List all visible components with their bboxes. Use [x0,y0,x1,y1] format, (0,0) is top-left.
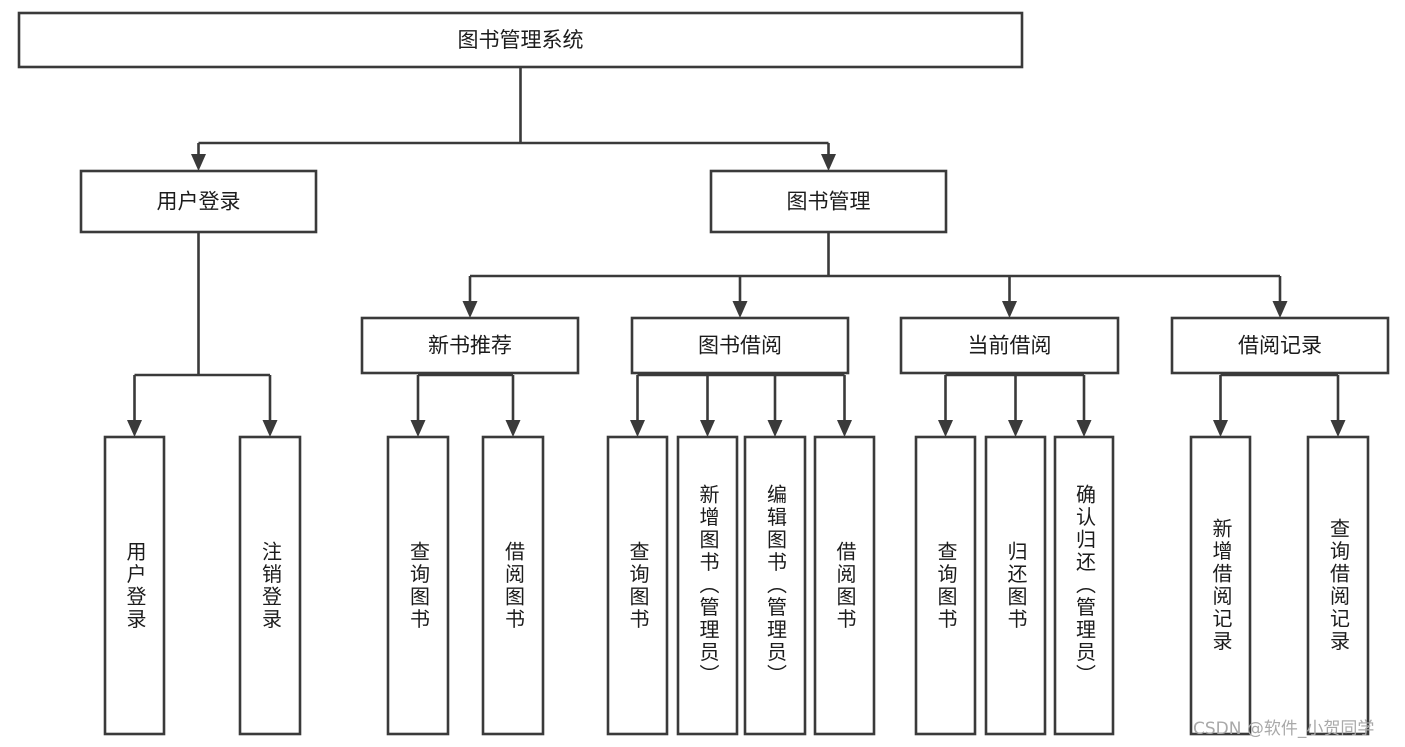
node-box-book-borrow[interactable] [630,316,850,375]
node-box-leaf-query-borrow-record[interactable] [1306,435,1370,736]
node-box-leaf-query-book-current[interactable] [914,435,977,736]
book-manage-to-borrow-record-arrowhead [1272,301,1288,318]
node-label-user-login: 用户登录 [157,190,241,214]
node-box-leaf-confirm-return[interactable] [1053,435,1115,736]
node-label-borrow-record: 借阅记录 [1238,334,1322,358]
book-manage-to-book-borrow-arrowhead [732,301,748,318]
book-borrow-to-leaf-edit-book-arrowhead [767,420,783,437]
node-box-new-book-recommend[interactable] [360,316,580,375]
node-box-leaf-query-book-recommend[interactable] [386,435,450,736]
connector-layer [127,67,1346,437]
node-box-leaf-return-book[interactable] [984,435,1047,736]
book-borrow-to-leaf-borrow-book-arrowhead [837,420,852,437]
node-box-user-login[interactable] [79,169,318,234]
node-label-new-book-recommend: 新书推荐 [428,334,512,358]
node-box-leaf-query-book-borrow[interactable] [606,435,669,736]
node-label-book-borrow: 图书借阅 [698,334,782,358]
user-login-to-leaf-user-login-arrowhead [127,420,142,437]
root-to-book-manage-arrowhead [821,154,836,171]
node-box-layer [17,11,1390,736]
current-borrow-to-leaf-query-book-current-arrowhead [938,420,953,437]
node-label-current-borrow: 当前借阅 [968,334,1052,358]
node-box-book-manage[interactable] [709,169,948,234]
root-to-user-login-arrowhead [191,154,206,171]
node-box-leaf-user-login[interactable] [103,435,166,736]
new-book-recommend-to-leaf-query-book-recommend-arrowhead [410,420,426,437]
node-box-leaf-edit-book[interactable] [743,435,807,736]
new-book-recommend-to-leaf-borrow-book-recommend-arrowhead [505,420,521,437]
node-label-root: 图书管理系统 [458,28,584,52]
node-box-leaf-logout[interactable] [238,435,302,736]
user-login-to-leaf-logout-arrowhead [262,420,278,437]
node-box-leaf-add-book[interactable] [676,435,739,736]
book-manage-to-current-borrow-arrowhead [1002,301,1017,318]
current-borrow-to-leaf-return-book-arrowhead [1008,420,1023,437]
node-box-borrow-record[interactable] [1170,316,1390,375]
watermark-text: CSDN @软件_小贺同学 [1193,719,1375,739]
node-box-root[interactable] [17,11,1024,69]
node-box-leaf-borrow-book[interactable] [813,435,876,736]
node-box-leaf-borrow-book-recommend[interactable] [481,435,545,736]
node-label-book-manage: 图书管理 [787,190,871,214]
book-borrow-to-leaf-add-book-arrowhead [700,420,715,437]
node-box-current-borrow[interactable] [899,316,1120,375]
book-borrow-to-leaf-query-book-borrow-arrowhead [630,420,645,437]
book-manage-to-new-book-recommend-arrowhead [462,301,478,318]
borrow-record-to-leaf-query-borrow-record-arrowhead [1330,420,1346,437]
borrow-record-to-leaf-add-borrow-record-arrowhead [1213,420,1228,437]
current-borrow-to-leaf-confirm-return-arrowhead [1076,420,1092,437]
node-box-leaf-add-borrow-record[interactable] [1189,435,1252,736]
